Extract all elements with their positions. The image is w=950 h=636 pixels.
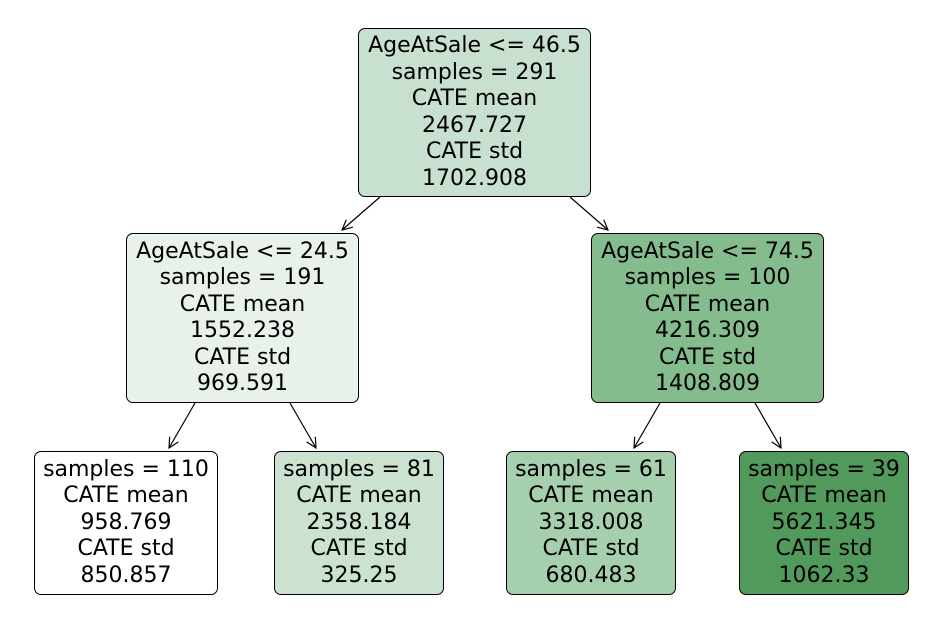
node-split-label: AgeAtSale <= 24.5 xyxy=(136,238,349,264)
node-std-value: 850.857 xyxy=(80,562,172,588)
node-samples: samples = 61 xyxy=(515,456,667,482)
tree-edge-left-to-leaf2 xyxy=(289,402,316,448)
node-samples: samples = 291 xyxy=(391,59,558,85)
tree-edge-right-to-leaf3 xyxy=(634,402,661,448)
node-samples: samples = 100 xyxy=(624,265,791,290)
node-std-label: CATE std xyxy=(425,139,524,164)
node-samples: samples = 81 xyxy=(283,456,435,482)
tree-node-right: AgeAtSale <= 74.5 samples = 100 CATE mea… xyxy=(591,233,824,403)
node-samples: samples = 110 xyxy=(43,456,209,482)
node-mean-value: 958.769 xyxy=(80,509,172,535)
node-std-label: CATE std xyxy=(310,536,408,562)
node-std-value: 1408.809 xyxy=(655,371,760,396)
node-mean-label: CATE mean xyxy=(296,483,422,509)
tree-leaf-3: samples = 61 CATE mean 3318.008 CATE std… xyxy=(506,451,676,595)
node-std-value: 1062.33 xyxy=(778,562,870,588)
node-mean-value: 1552.238 xyxy=(190,318,295,343)
node-std-label: CATE std xyxy=(658,344,757,370)
tree-leaf-2: samples = 81 CATE mean 2358.184 CATE std… xyxy=(274,451,444,595)
node-mean-label: CATE mean xyxy=(63,483,189,509)
node-std-value: 969.591 xyxy=(197,371,288,396)
node-mean-value: 4216.309 xyxy=(655,318,760,343)
node-std-value: 1702.908 xyxy=(422,165,527,191)
tree-edge-root-to-right xyxy=(569,196,608,230)
node-std-label: CATE std xyxy=(77,536,175,562)
node-mean-label: CATE mean xyxy=(761,483,887,509)
tree-leaf-1: samples = 110 CATE mean 958.769 CATE std… xyxy=(34,451,218,595)
node-std-value: 325.25 xyxy=(320,562,398,588)
node-mean-value: 5621.345 xyxy=(771,509,877,535)
node-samples: samples = 39 xyxy=(748,456,900,482)
node-mean-label: CATE mean xyxy=(411,86,538,111)
node-std-label: CATE std xyxy=(193,344,292,370)
node-split-label: AgeAtSale <= 46.5 xyxy=(368,33,581,58)
node-split-label: AgeAtSale <= 74.5 xyxy=(601,238,814,264)
node-std-label: CATE std xyxy=(775,536,873,562)
tree-edge-right-to-leaf4 xyxy=(754,402,781,448)
node-mean-label: CATE mean xyxy=(528,483,654,509)
tree-edge-root-to-left xyxy=(342,196,381,230)
node-mean-label: CATE mean xyxy=(179,291,306,317)
tree-leaf-4: samples = 39 CATE mean 5621.345 CATE std… xyxy=(739,451,909,595)
node-mean-value: 3318.008 xyxy=(538,509,644,535)
tree-node-left: AgeAtSale <= 24.5 samples = 191 CATE mea… xyxy=(126,233,359,403)
node-std-value: 680.483 xyxy=(545,562,637,588)
node-std-label: CATE std xyxy=(542,536,640,562)
tree-edge-left-to-leaf1 xyxy=(169,402,196,448)
node-mean-label: CATE mean xyxy=(644,291,771,317)
tree-node-root: AgeAtSale <= 46.5 samples = 291 CATE mea… xyxy=(358,28,591,197)
node-mean-value: 2358.184 xyxy=(306,509,412,535)
node-mean-value: 2467.727 xyxy=(422,112,527,138)
node-samples: samples = 191 xyxy=(159,265,326,290)
